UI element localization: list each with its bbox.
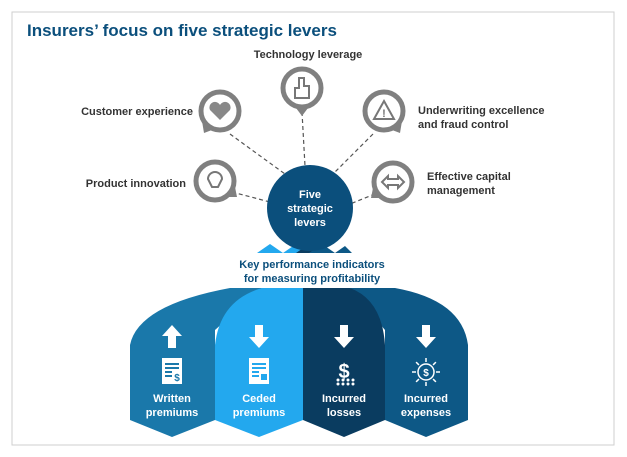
lever-label-underwriting-1: Underwriting excellence — [418, 105, 545, 117]
kpi-label: Incurred — [322, 393, 366, 405]
title: Insurers’ focus on five strategic levers — [27, 21, 337, 40]
heart-people-icon — [209, 101, 231, 120]
kpi-column-written-premiums — [130, 288, 262, 437]
kpi-heading-2: for measuring profitability — [244, 273, 381, 285]
receipt-dollar-icon: $ — [162, 358, 182, 384]
lever-ring-capital — [371, 160, 415, 204]
arrow-down-icon — [416, 325, 436, 348]
svg-text:$: $ — [423, 368, 429, 379]
lever-ring-customer — [198, 89, 242, 133]
svg-text:!: ! — [382, 108, 386, 120]
lever-ring-underwriting: ! — [362, 89, 406, 133]
lever-label-customer: Customer experience — [81, 106, 193, 118]
receipt-thumbs-up-icon — [249, 358, 269, 384]
lever-label-product: Product innovation — [86, 178, 187, 190]
lever-label-capital-2: management — [427, 185, 495, 197]
arrow-down-icon — [249, 325, 269, 348]
kpi-label: premiums — [233, 407, 286, 419]
money-exchange-icon — [380, 173, 406, 191]
center-line-3: levers — [294, 217, 326, 229]
lever-ring-product — [193, 159, 237, 203]
warning-icon — [372, 98, 396, 120]
kpi-heading-1: Key performance indicators — [239, 259, 385, 271]
pointing-hand-icon — [294, 77, 310, 99]
lightbulb-check-icon — [206, 171, 224, 188]
lever-ring-technology — [280, 66, 324, 116]
kpi-ceded-premiums: Ceded premiums — [233, 325, 286, 419]
kpi-incurred-expenses: $ Incurred expenses — [401, 325, 451, 419]
kpi-label: premiums — [146, 407, 199, 419]
center-line-2: strategic — [287, 203, 333, 215]
lever-label-capital-1: Effective capital — [427, 171, 511, 183]
svg-text:$: $ — [174, 373, 180, 384]
kpi-column-incurred-expenses — [350, 288, 468, 437]
lever-label-underwriting-2: and fraud control — [418, 119, 508, 131]
kpi-column-incurred-losses — [303, 288, 385, 437]
center-circle — [267, 165, 353, 251]
center-line-1: Five — [299, 189, 321, 201]
kpi-label: expenses — [401, 407, 451, 419]
arrow-up-icon — [162, 325, 182, 348]
kpi-written-premiums: $ Written premiums — [146, 325, 199, 419]
connectors — [229, 111, 376, 205]
kpi-incurred-losses: $ Incurred losses — [322, 325, 366, 419]
kpi-label: Ceded — [242, 393, 276, 405]
kpi-label: Written — [153, 393, 191, 405]
kpi-label: Incurred — [404, 393, 448, 405]
svg-text:$: $ — [338, 361, 349, 383]
kpi-label: losses — [327, 407, 361, 419]
dollar-burst-icon: $ — [412, 358, 440, 386]
dollar-dissolve-icon: $ — [336, 361, 355, 386]
arrow-down-icon — [334, 325, 354, 348]
lever-label-technology: Technology leverage — [254, 49, 363, 61]
